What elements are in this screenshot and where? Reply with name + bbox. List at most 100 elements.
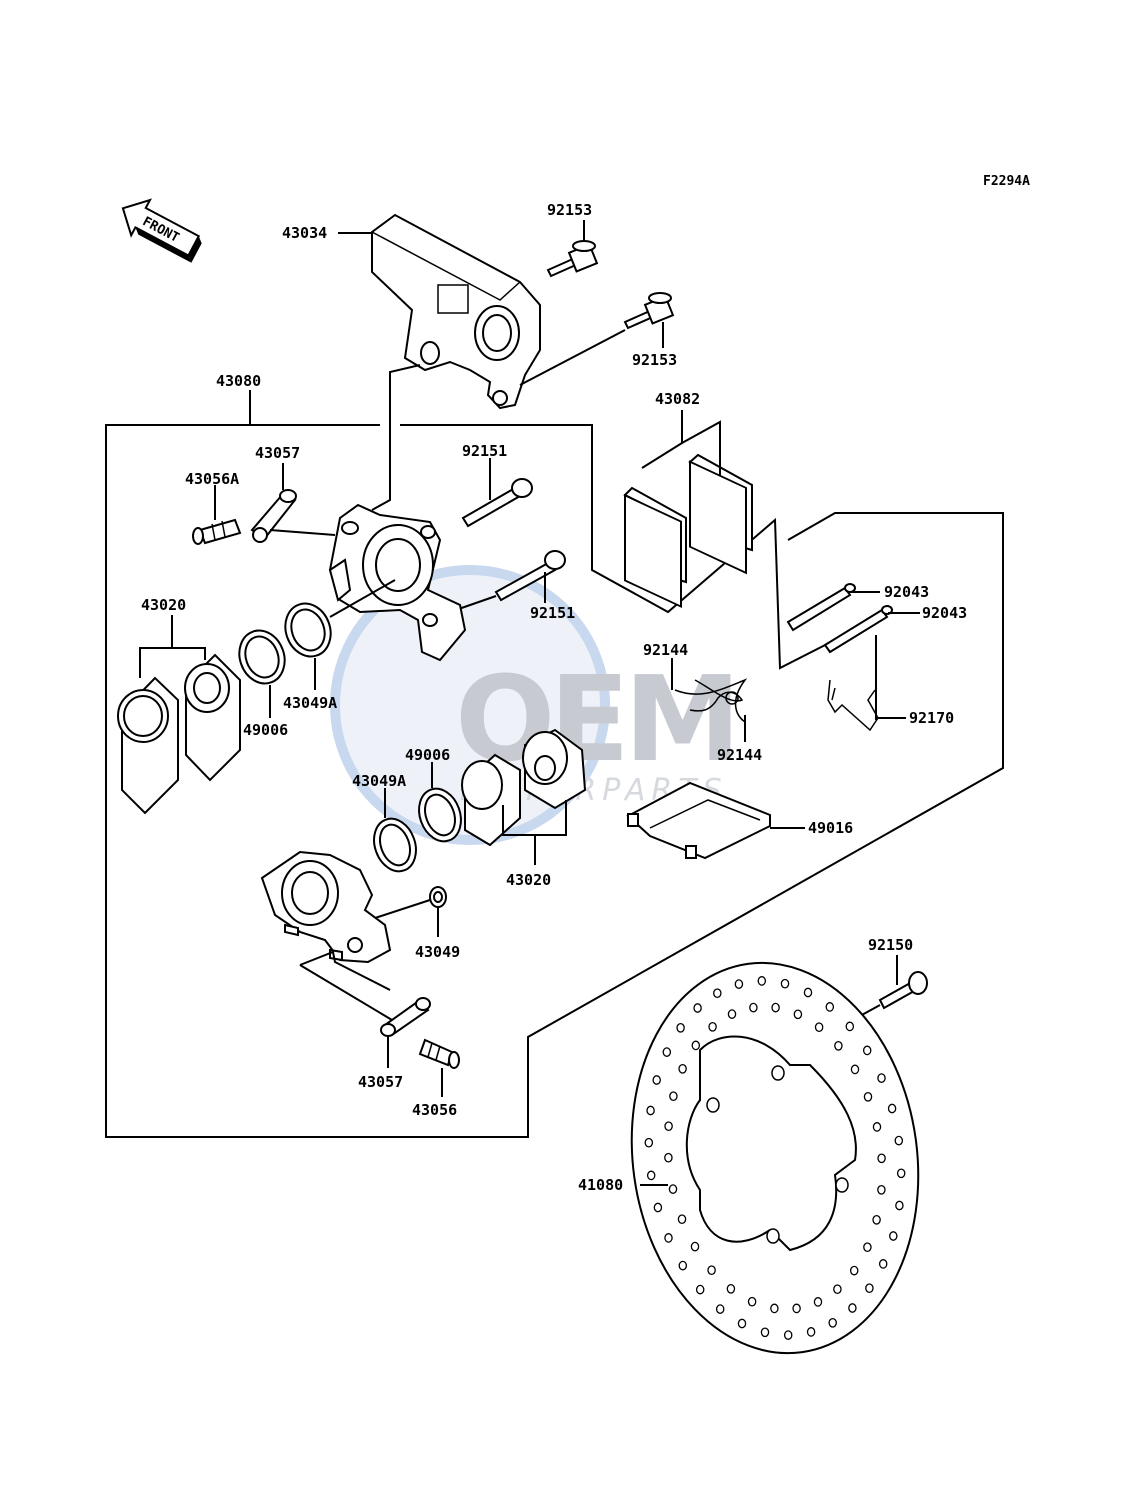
pin-92043-lower [823,605,893,654]
disc-hole [896,1168,906,1179]
label-92043-upper: 92043 [884,583,929,601]
disc-hole [877,1153,886,1164]
label-43082: 43082 [655,390,700,408]
disc-hole [749,1002,758,1013]
springs-92144 [674,678,748,723]
bolt-92153-top [546,240,599,278]
disc-hole [646,1105,655,1116]
disc-hole [894,1135,904,1146]
disc-hole [849,1265,859,1276]
disc-hole [737,1318,747,1329]
label-92043-lower: 92043 [922,604,967,622]
label-92170: 92170 [909,709,954,727]
label-92150: 92150 [868,936,913,954]
disc-hole [783,1330,793,1340]
disc-hole [878,1259,888,1269]
disc-hole [806,1327,816,1337]
disc-holes [644,976,906,1340]
label-92151-lower: 92151 [530,604,575,622]
label-43049A-right: 43049A [352,772,406,790]
disc-hole [862,1045,872,1056]
disc-hole [780,978,790,989]
disc-hole [889,1231,898,1241]
disc-hole [803,987,813,998]
caliper-bolt-upper [461,478,533,528]
disc-hole [690,1241,700,1252]
oring-43049 [429,886,447,908]
disc-hole [668,1184,678,1194]
disc-hole [814,1022,824,1033]
disc-hole [872,1214,881,1225]
label-43049: 43049 [415,943,460,961]
disc-hole [662,1047,672,1057]
pad-spring-49016 [626,781,771,860]
bolt-92153-bracket [623,292,675,330]
leader-43057-to-caliper [269,529,336,536]
disc-hole [646,1170,656,1181]
seal-49006-left [238,629,286,685]
diagram-code: F2294A [983,174,1030,189]
leader-lower-caliper-to-bleeder [299,950,391,991]
caliper-body-upper [328,503,467,662]
caliper-body-lower [260,850,392,964]
leader-lower-caliper-to-oring [374,899,431,919]
label-43057-lower: 43057 [358,1073,403,1091]
caliper-assembly-boundary [105,424,1004,1138]
disc-hole [825,1002,835,1012]
bleeder-valve-a [192,518,242,545]
disc-hole [664,1121,673,1132]
disc-hole [713,988,722,999]
label-92144-upper: 92144 [643,641,688,659]
seal-43049A-left [284,602,332,658]
disc-hole [715,1304,725,1314]
seal-43049A-right [373,817,417,873]
disc-hole [707,1265,716,1276]
disc-hole [691,1040,701,1051]
disc-hole [653,1202,663,1213]
disc-hole [727,1009,737,1019]
disc-hole [833,1284,842,1295]
disc-hole [845,1021,855,1032]
disc-hole [693,1003,702,1013]
disc-hole [747,1296,757,1307]
disc-hole [828,1317,837,1328]
disc-hole [678,1063,687,1074]
disc-hole [770,1303,779,1314]
disc-hole [760,1327,770,1338]
disc-hole [792,1303,801,1314]
label-49016: 49016 [808,819,853,837]
disc-mount-hole [771,1065,785,1081]
disc-hole [678,1260,688,1271]
disc-hole [664,1152,673,1163]
watermark: OEM MOTORPARTS [330,565,741,845]
disc-mount-hole [835,1177,849,1193]
disc-hole [664,1233,673,1243]
disc-hole [895,1200,904,1211]
label-92144-lower: 92144 [717,746,762,764]
leader-43049A-to-caliper [329,579,396,618]
disc-hole [865,1283,874,1294]
label-49006-right: 49006 [405,746,450,764]
disc-hole [757,976,767,986]
disc-hole [669,1091,678,1102]
bleeder-valve-lower [418,1038,460,1069]
label-43056: 43056 [412,1101,457,1119]
pin-92043-upper [786,583,856,632]
disc-hole [677,1214,687,1225]
disc-bolt-92150 [878,971,928,1010]
disc-hole [734,979,744,989]
label-92153-top: 92153 [547,201,592,219]
bleeder-cap-lower [380,997,431,1037]
brake-pads [623,453,753,609]
disc-hole [676,1022,685,1033]
disc-hole [644,1137,654,1148]
leader-bracket-to-caliper [371,364,421,511]
disc-hole [877,1073,886,1083]
label-49006-left: 49006 [243,721,288,739]
disc-mount-hole [706,1097,720,1113]
leader-43082 [641,420,721,475]
label-43020-left: 43020 [141,596,186,614]
label-43020-right: 43020 [506,871,551,889]
caliper-bolt-lower [494,550,566,602]
